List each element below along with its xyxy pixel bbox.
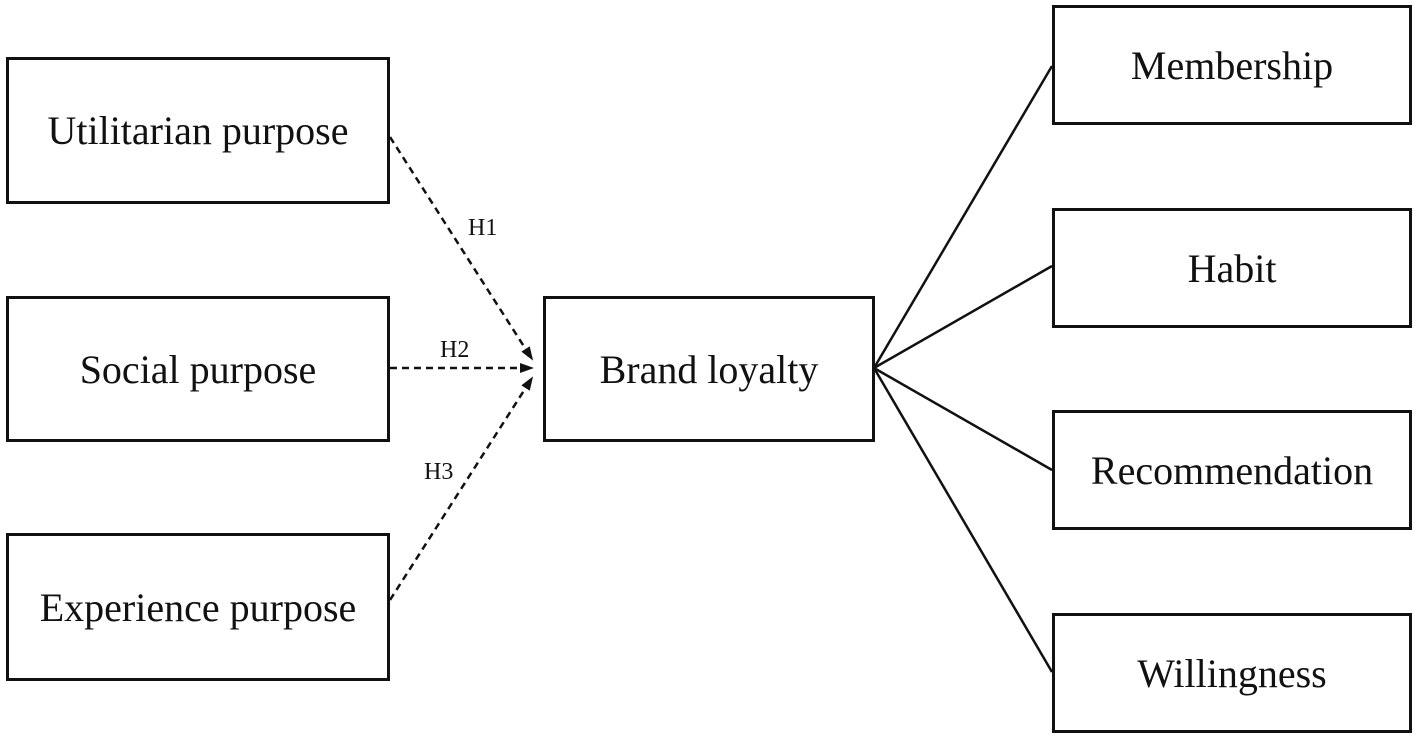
social-purpose-label: Social purpose <box>79 346 317 392</box>
brand-loyalty-label: Brand loyalty <box>599 346 819 392</box>
membership-box: Membership <box>1052 5 1412 125</box>
link-membership <box>872 65 1054 369</box>
h1-arrow <box>388 136 534 361</box>
utilitarian-purpose-box: Utilitarian purpose <box>6 57 390 204</box>
h2-label: H2 <box>440 337 470 363</box>
willingness-label: Willingness <box>1137 650 1327 696</box>
recommendation-label: Recommendation <box>1090 447 1374 493</box>
habit-box: Habit <box>1052 208 1412 328</box>
habit-label: Habit <box>1187 245 1277 291</box>
link-recommendation <box>873 366 1053 472</box>
social-purpose-box: Social purpose <box>6 296 390 442</box>
membership-label: Membership <box>1130 42 1334 88</box>
brand-loyalty-box: Brand loyalty <box>543 296 875 442</box>
h3-arrow <box>388 376 534 601</box>
experience-purpose-label: Experience purpose <box>39 584 357 630</box>
utilitarian-purpose-label: Utilitarian purpose <box>47 108 349 153</box>
h1-label: H1 <box>468 215 498 241</box>
h3-label: H3 <box>424 459 454 485</box>
recommendation-box: Recommendation <box>1052 410 1412 530</box>
link-habit <box>873 264 1053 370</box>
experience-purpose-box: Experience purpose <box>6 533 390 681</box>
link-willingness <box>872 367 1054 673</box>
willingness-box: Willingness <box>1052 613 1412 733</box>
